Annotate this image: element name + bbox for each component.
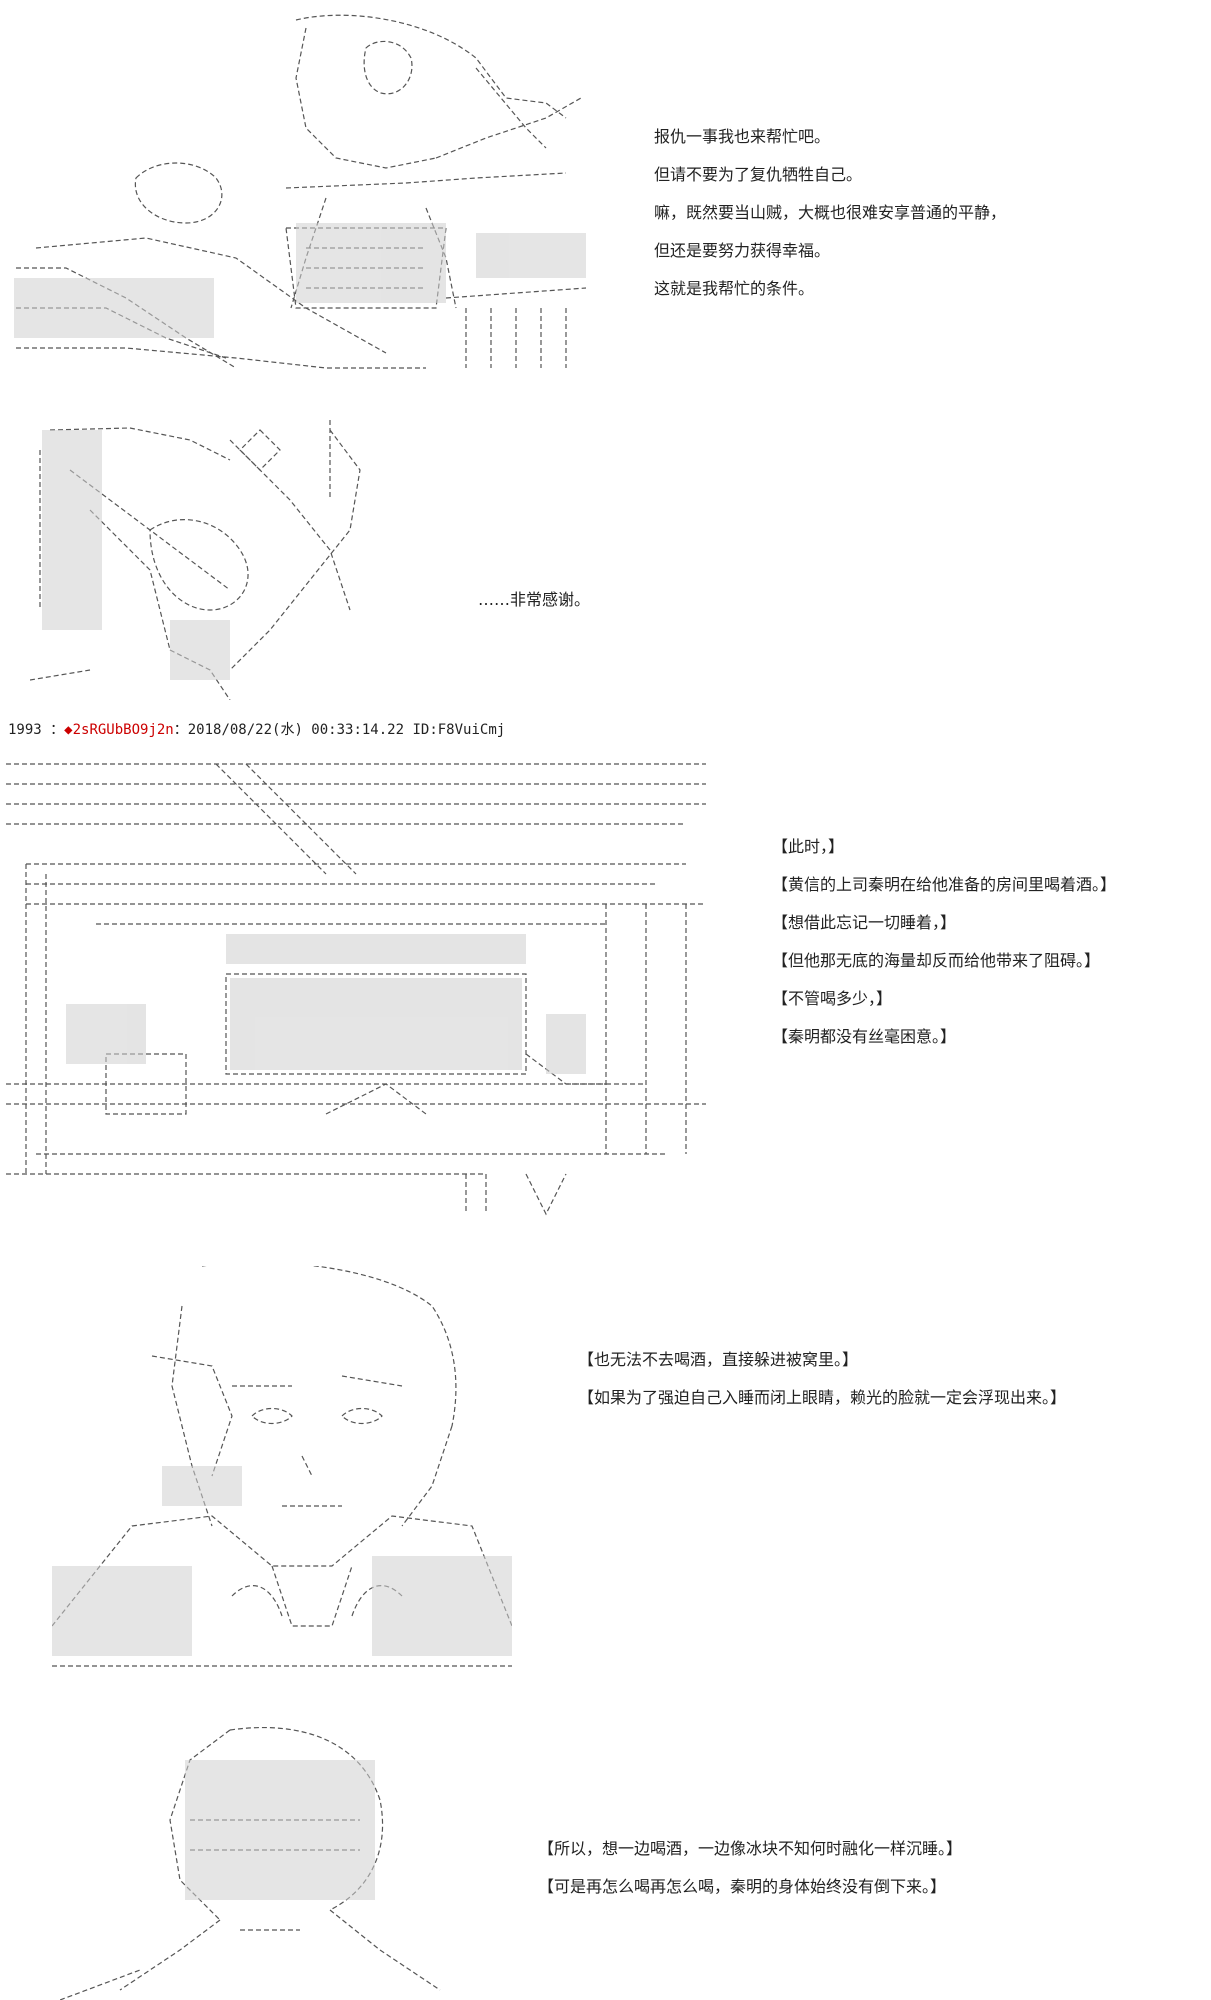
dialogue-lines: 【此时，】 【黄信的上司秦明在给他准备的房间里喝着酒。】 【想借此忘记一切睡着，… xyxy=(772,828,1116,1056)
panel-helping-revenge: 报仇一事我也来帮忙吧。 但请不要为了复仇牺牲自己。 嘛，既然要当山贼，大概也很难… xyxy=(0,0,1211,380)
dialogue-line: 【可是再怎么喝再怎么喝，秦明的身体始终没有倒下来。】 xyxy=(538,1877,947,1896)
dialogue-line: 【不管喝多少，】 xyxy=(772,989,893,1008)
dialogue-line: 【想借此忘记一切睡着，】 xyxy=(772,913,957,932)
dialogue-line: 但请不要为了复仇牺牲自己。 xyxy=(654,165,863,184)
dialogue-lines: 报仇一事我也来帮忙吧。 但请不要为了复仇牺牲自己。 嘛，既然要当山贼，大概也很难… xyxy=(654,118,1006,308)
panel-thanks: ……非常感谢。 xyxy=(0,400,1211,700)
ascii-art-figure-back xyxy=(60,1720,460,2000)
panel-figure-back: 【所以，想一边喝酒，一边像冰块不知何时融化一样沉睡。】 【可是再怎么喝再怎么喝，… xyxy=(0,1710,1211,2000)
dialogue-line: ……非常感谢。 xyxy=(478,590,591,609)
ascii-art-bowing-figure xyxy=(30,410,450,700)
dialogue-lines: ……非常感谢。 xyxy=(478,581,590,619)
ascii-art-portrait xyxy=(52,1266,512,1676)
dialogue-line: 这就是我帮忙的条件。 xyxy=(654,279,815,298)
dialogue-line: 报仇一事我也来帮忙吧。 xyxy=(654,127,831,146)
poster-name-link[interactable]: ◆2sRGUbBO9j2n xyxy=(64,722,174,738)
dialogue-line: 【如果为了强迫自己入睡而闭上眼睛，赖光的脸就一定会浮现出来。】 xyxy=(578,1388,1067,1407)
dialogue-lines: 【所以，想一边喝酒，一边像冰块不知何时融化一样沉睡。】 【可是再怎么喝再怎么喝，… xyxy=(538,1830,962,1906)
dialogue-line: 【但他那无底的海量却反而给他带来了阻碍。】 xyxy=(772,951,1101,970)
dialogue-line: 【所以，想一边喝酒，一边像冰块不知何时融化一样沉睡。】 xyxy=(538,1839,963,1858)
dialogue-line: 【秦明都没有丝毫困意。】 xyxy=(772,1027,957,1046)
post-number: 1993 xyxy=(8,722,42,738)
ascii-art-figures xyxy=(6,8,596,378)
dialogue-line: 【此时，】 xyxy=(772,837,845,856)
dialogue-line: 但还是要努力获得幸福。 xyxy=(654,241,831,260)
panel-portrait-face: 【也无法不去喝酒，直接躲进被窝里。】 【如果为了强迫自己入睡而闭上眼睛，赖光的脸… xyxy=(0,1260,1211,1680)
dialogue-line: 嘛，既然要当山贼，大概也很难安享普通的平静， xyxy=(654,203,1007,222)
post-id: ID:F8VuiCmj xyxy=(404,722,506,738)
dialogue-line: 【也无法不去喝酒，直接躲进被窝里。】 xyxy=(578,1350,859,1369)
post-header: 1993 ：◆2sRGUbBO9j2n：2018/08/22(水) 00:33:… xyxy=(8,721,505,739)
ascii-art-room-scene xyxy=(6,754,706,1224)
dialogue-line: 【黄信的上司秦明在给他准备的房间里喝着酒。】 xyxy=(772,875,1117,894)
post-separator: ： xyxy=(41,722,65,738)
dialogue-lines: 【也无法不去喝酒，直接躲进被窝里。】 【如果为了强迫自己入睡而闭上眼睛，赖光的脸… xyxy=(578,1341,1066,1417)
post-datetime: 2018/08/22(水) 00:33:14.22 xyxy=(187,722,405,738)
panel-room-drinking: 【此时，】 【黄信的上司秦明在给他准备的房间里喝着酒。】 【想借此忘记一切睡着，… xyxy=(0,748,1211,1228)
post-colon: ： xyxy=(173,722,188,738)
